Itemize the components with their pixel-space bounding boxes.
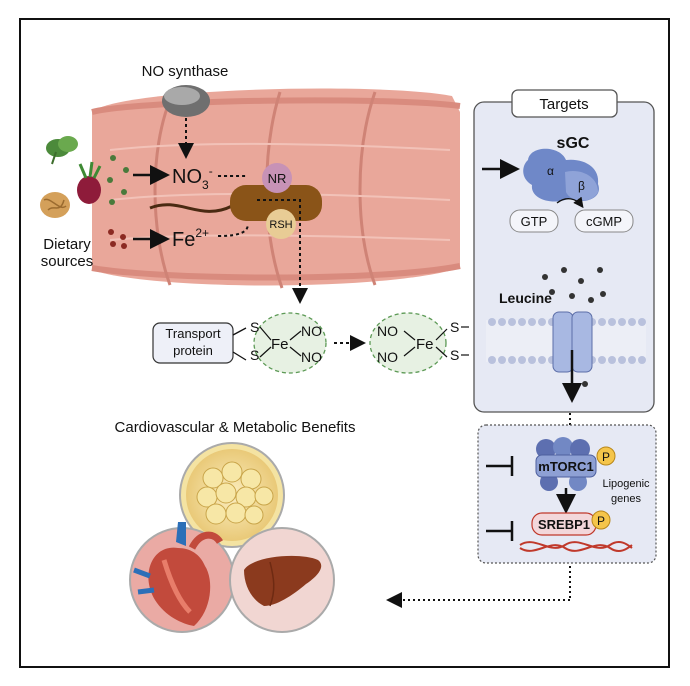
- benefits-title: Cardiovascular & Metabolic Benefits: [115, 419, 356, 436]
- rsh-label: RSH: [269, 219, 292, 231]
- srebp1-label: SREBP1: [538, 517, 590, 532]
- inhibit-mtorc1: [486, 456, 514, 476]
- liver-icon: [229, 527, 335, 633]
- mtorc1-label: mTORC1: [538, 459, 593, 474]
- lipogenic-label-2: genes: [611, 493, 641, 505]
- srebp1-protein: SREBP1 P: [531, 510, 611, 536]
- cgmp-label: cGMP: [586, 214, 622, 229]
- dietary-label-1: Dietary: [43, 236, 91, 253]
- leucine-transporter: [552, 311, 593, 403]
- mtorc1-phospho: P: [602, 450, 610, 464]
- walnut-icon: [40, 192, 70, 218]
- dnic-right-fe: Fe: [416, 336, 434, 353]
- signaling-panel: mTORC1 P Lipogenic genes SREBP1 P: [477, 424, 657, 564]
- beetroot-icon: [77, 161, 102, 204]
- heart-icon: [129, 522, 235, 633]
- nitrate-label: NO3-: [172, 164, 213, 192]
- sgc-beta-label: β: [578, 179, 585, 193]
- transport-label-2: protein: [173, 343, 213, 358]
- nr-rsh-complex: NR RSH: [149, 163, 322, 304]
- adipose-tissue-icon: [179, 442, 285, 548]
- dnic-right-s2: S: [450, 347, 459, 363]
- gtp-label: GTP: [521, 214, 548, 229]
- mtorc1-complex: mTORC1 P: [535, 437, 616, 514]
- lipogenic-label-1: Lipogenic: [602, 478, 650, 490]
- dnic-left-s2: S: [250, 347, 259, 363]
- no-synthase: NO synthase: [142, 63, 229, 159]
- iron-label: Fe2+: [172, 226, 209, 251]
- dnic-left-no2: NO: [301, 349, 322, 365]
- dna-helix-icon: [519, 541, 633, 552]
- dnic-left-no1: NO: [301, 323, 322, 339]
- dietary-sources: Dietary sources: [40, 136, 129, 270]
- transport-protein: Transport protein: [152, 322, 247, 364]
- leucine-particles: [542, 267, 606, 303]
- dnic-left-fe: Fe: [271, 336, 289, 353]
- dnic-right-no1: NO: [377, 323, 398, 339]
- dnic-left: S S Fe NO NO: [250, 312, 327, 374]
- iron-particles: [108, 229, 127, 249]
- nr-label: NR: [268, 171, 287, 186]
- nitrate-particles: [107, 155, 129, 205]
- dnic-right: NO NO Fe S S: [369, 312, 469, 374]
- srebp1-phospho: P: [597, 514, 605, 528]
- sgc-protein: α β: [523, 148, 599, 202]
- dnic-right-s1: S: [450, 319, 459, 335]
- gtp-to-cgmp-arrow: [556, 196, 584, 209]
- leafy-greens-icon: [46, 136, 78, 165]
- targets-title: Targets: [539, 96, 588, 113]
- inhibit-srebp1: [486, 521, 514, 541]
- no-synthase-label: NO synthase: [142, 63, 229, 80]
- transport-label-1: Transport: [165, 326, 221, 341]
- targets-panel: Targets sGC α β GTP cGMP Leucine: [473, 89, 655, 413]
- dietary-label-2: sources: [41, 253, 94, 270]
- dnic-left-s1: S: [250, 319, 259, 335]
- sgc-label: sGC: [557, 135, 590, 152]
- dnic-right-no2: NO: [377, 349, 398, 365]
- leucine-label: Leucine: [499, 290, 552, 306]
- sgc-alpha-label: α: [547, 164, 554, 178]
